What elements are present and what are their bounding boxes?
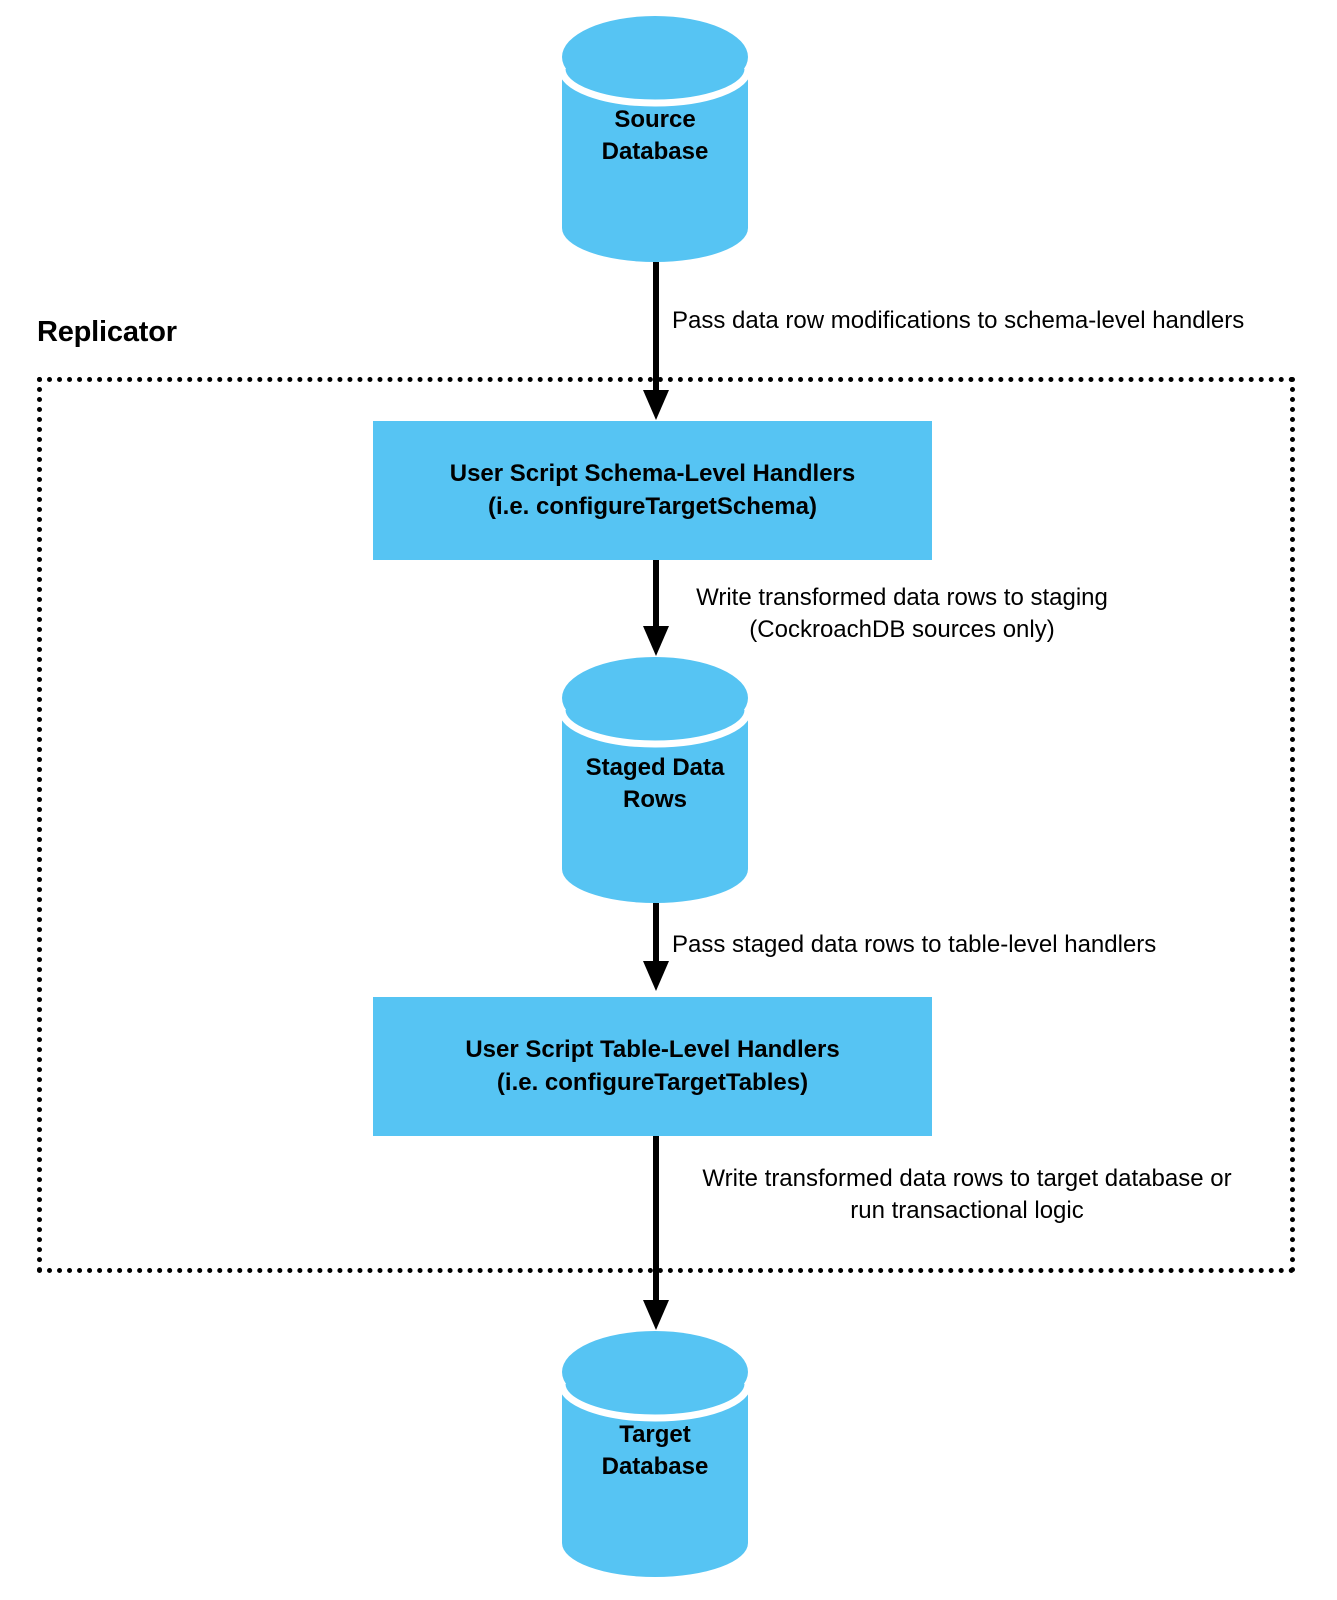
edge-label-schema-handlers-to-staging: Write transformed data rows to staging (…	[696, 584, 1108, 644]
node-source-database: Source Database	[562, 16, 748, 262]
arrow-source-to-schema-handlers	[643, 262, 669, 420]
cylinder-shape	[562, 16, 748, 262]
node-schema-level-handlers: User Script Schema-Level Handlers (i.e. …	[373, 421, 932, 560]
group-label-replicator: Replicator	[37, 316, 177, 348]
edge-label-staging-to-table-handlers: Pass staged data rows to table-level han…	[672, 931, 1157, 958]
edge-label-source-to-schema-handlers: Pass data row modifications to schema-le…	[672, 307, 1245, 334]
edge-label-table-handlers-to-target: Write transformed data rows to target da…	[702, 1165, 1232, 1225]
arrow-schema-handlers-to-staging	[643, 560, 669, 656]
node-label-staged-data-rows: Staged Data Rows	[585, 754, 725, 813]
node-label-target-database: Target Database	[601, 1421, 709, 1480]
node-label-source-database: Source Database	[601, 106, 709, 165]
node-staged-data-rows: Staged Data Rows	[562, 657, 748, 903]
node-table-level-handlers: User Script Table-Level Handlers (i.e. c…	[373, 997, 932, 1136]
cylinder-shape	[562, 657, 748, 903]
arrow-staging-to-table-handlers	[643, 903, 669, 991]
node-target-database: Target Database	[562, 1331, 748, 1577]
group-boundary-replicator	[37, 377, 1295, 1273]
cylinder-shape	[562, 1331, 748, 1577]
arrow-table-handlers-to-target	[643, 1136, 669, 1330]
